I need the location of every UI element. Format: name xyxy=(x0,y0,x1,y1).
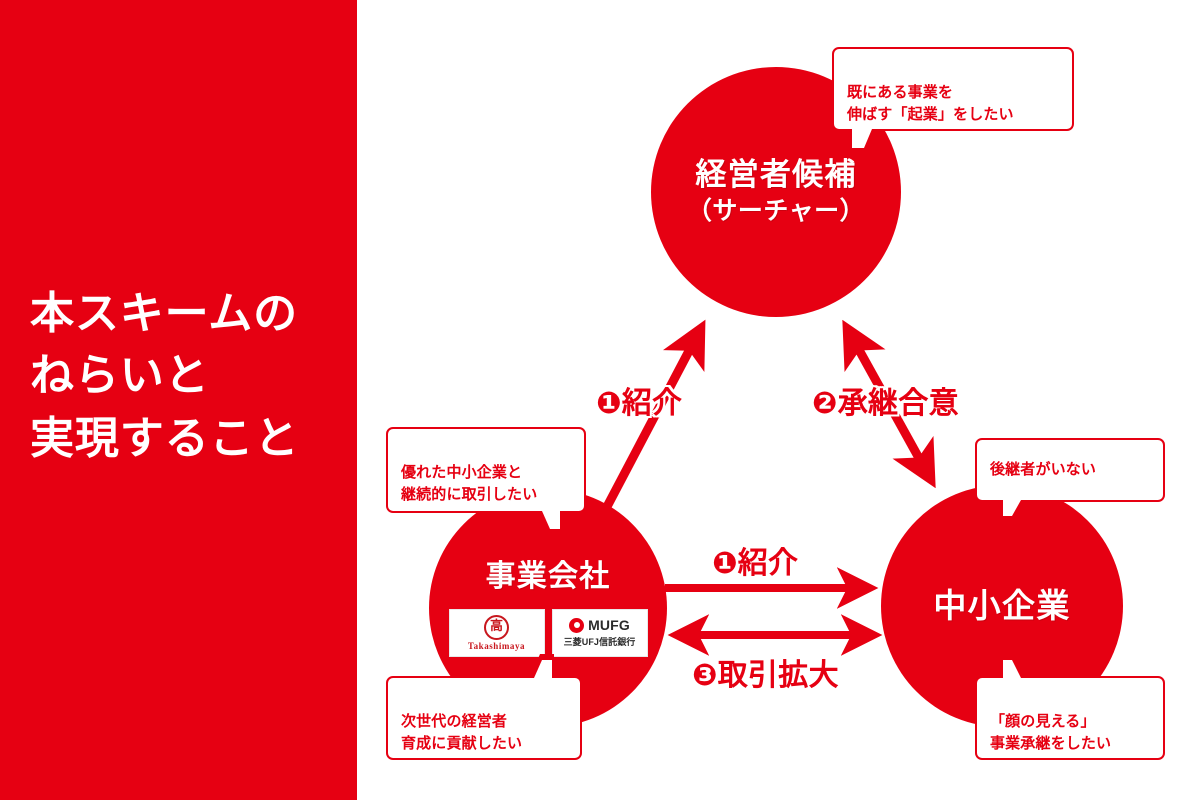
callout-searcher-wish-text: 既にある事業を 伸ばす「起業」をしたい xyxy=(847,83,1014,124)
mufg-wordmark: MUFG xyxy=(588,617,630,634)
callout-sme-issue-top: 後継者がいない xyxy=(975,438,1165,522)
callout-tail-fill xyxy=(534,660,552,678)
takashimaya-wordmark: Takashimaya xyxy=(467,640,526,651)
arrow-label-succession-agreement: ❷承継合意 xyxy=(812,387,959,420)
node-searcher-title: 経営者候補 xyxy=(695,157,857,193)
callout-company-wish-bottom-text: 次世代の経営者 育成に貢献したい xyxy=(401,712,523,753)
takashimaya-logo: 高 Takashimaya xyxy=(448,608,545,657)
callout-sme-issue-top-text: 後継者がいない xyxy=(990,460,1097,478)
callout-tail-fill xyxy=(1003,660,1021,678)
callout-company-wish-bottom: 次世代の経営者 育成に貢献したい xyxy=(386,654,582,760)
partner-logo-row: 高 Takashimaya MUFG 三菱UFJ信託銀行 xyxy=(448,608,648,657)
callout-tail-fill xyxy=(1003,500,1021,516)
arrow-label-intro-horizontal: ❶紹介 xyxy=(712,547,799,580)
mufg-mark-icon xyxy=(569,617,585,633)
callout-sme-wish-bottom: 「顔の見える」 事業承継をしたい xyxy=(975,654,1165,760)
callout-company-wish-top-text: 優れた中小企業と 継続的に取引したい xyxy=(401,463,538,504)
callout-tail-fill xyxy=(542,511,560,529)
arrow-label-trade-expansion: ❸取引拡大 xyxy=(692,659,839,692)
page-title: 本スキームの ねらいと 実現すること xyxy=(30,289,300,463)
mufg-logo: MUFG 三菱UFJ信託銀行 xyxy=(551,608,648,657)
callout-tail-fill xyxy=(852,129,872,148)
callout-searcher-wish: 既にある事業を 伸ばす「起業」をしたい xyxy=(832,47,1074,154)
callout-sme-wish-bottom-text: 「顔の見える」 事業承継をしたい xyxy=(990,712,1112,753)
arrow-intro-diagonal xyxy=(596,319,706,523)
callout-company-wish-top: 優れた中小企業と 継続的に取引したい xyxy=(386,427,586,535)
takashimaya-mark-icon: 高 xyxy=(484,614,509,640)
node-searcher-subtitle: （サーチャー） xyxy=(686,197,866,226)
mufg-japanese-name: 三菱UFJ信託銀行 xyxy=(563,637,636,648)
title-panel: 本スキームの ねらいと 実現すること xyxy=(0,0,357,800)
arrow-label-intro-diagonal: ❶紹介 xyxy=(596,387,683,420)
node-operating-company-title: 事業会社 xyxy=(485,560,611,594)
mufg-logo-line: MUFG xyxy=(569,617,630,633)
node-sme-title: 中小企業 xyxy=(933,586,1071,624)
